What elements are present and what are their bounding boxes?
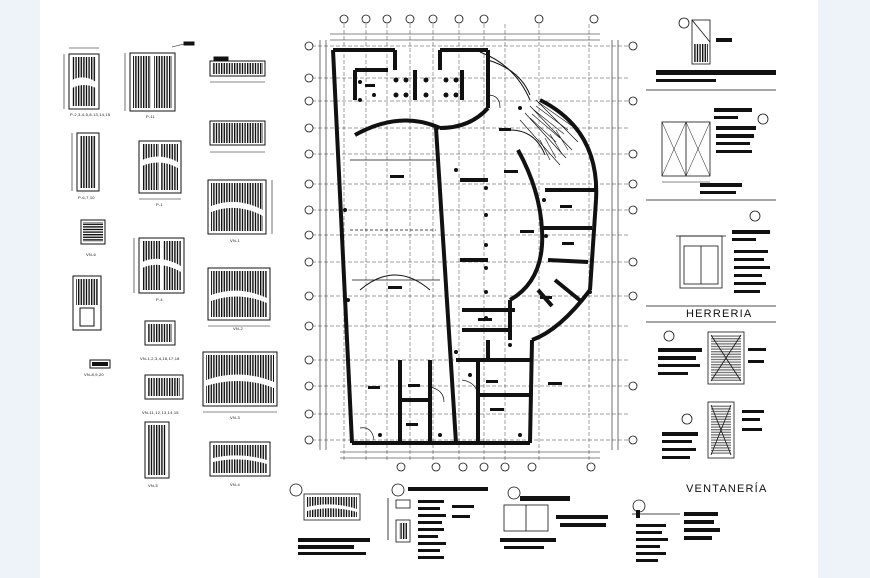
dimension-lines [319,33,619,459]
label-door-e: P-4 [156,297,163,302]
plan-walls [331,48,599,445]
herreria-detail-door [661,108,769,194]
ventaneria-title: VENTANERÍA [686,483,768,495]
label-door-d: P-1 [156,202,163,207]
door-elevation-e [133,237,185,294]
label-win-a: VN-1 [230,238,240,243]
detail-4 [632,499,720,562]
plan-doors [359,94,501,441]
label-win-c: VN-2 [233,326,243,331]
window-elevation-vn3 [202,351,278,413]
label-door-a: P-2,3,4,5,8,13,14,15 [70,112,111,117]
door-elevation-a [63,47,100,110]
window-elevation-small-d [144,374,184,400]
plan-grid [312,24,628,462]
door-elevation-b [124,41,195,112]
label-door-b: P-11 [146,114,155,119]
floor-plan [304,14,638,472]
window-elevation-vn1 [207,179,273,235]
label-win-e: VN-8,9,20 [84,372,104,377]
label-win-f: VN-1,2,3,4,16,17,18 [140,356,180,361]
plan-inner-lines [350,51,579,291]
detail-2 [387,483,488,559]
herreria-detail-top [656,17,776,82]
door-elevation-small-f [72,275,102,331]
left-margin [0,0,40,578]
label-door-c: P-6,7,10 [78,195,95,200]
right-details [646,17,776,459]
ventaneria-detail-b [662,401,764,459]
ventaneria-detail-a [658,330,766,385]
window-elevation-top-b [209,120,266,153]
window-elevation-small-c [89,359,111,369]
herreria-detail-panel [676,210,770,293]
detail-1 [289,483,370,555]
label-win-g: VN-11,12,13,14,15 [142,410,179,415]
detail-3 [500,486,608,549]
window-elevation-small-a [80,219,106,245]
door-elevation-d [138,140,182,200]
stairs [529,101,573,161]
herreria-title: HERRERIA [686,308,753,320]
label-win-b: VN-6 [86,252,96,257]
door-window-elevations [63,41,278,479]
label-win-i: VN-5 [148,483,158,488]
door-elevation-c [71,132,100,192]
window-elevation-vn4 [209,441,271,477]
grid-axis-markers [304,14,638,472]
window-elevation-vn2 [207,267,271,327]
label-win-d: VN-3 [230,415,240,420]
plan-fixtures [343,77,598,437]
window-elevation-small-b [144,320,176,346]
right-margin [818,0,870,578]
label-win-h: VN-4 [230,482,240,487]
bottom-details [289,483,720,562]
door-elevation-g [144,421,170,479]
window-elevation-top-a [209,56,266,83]
